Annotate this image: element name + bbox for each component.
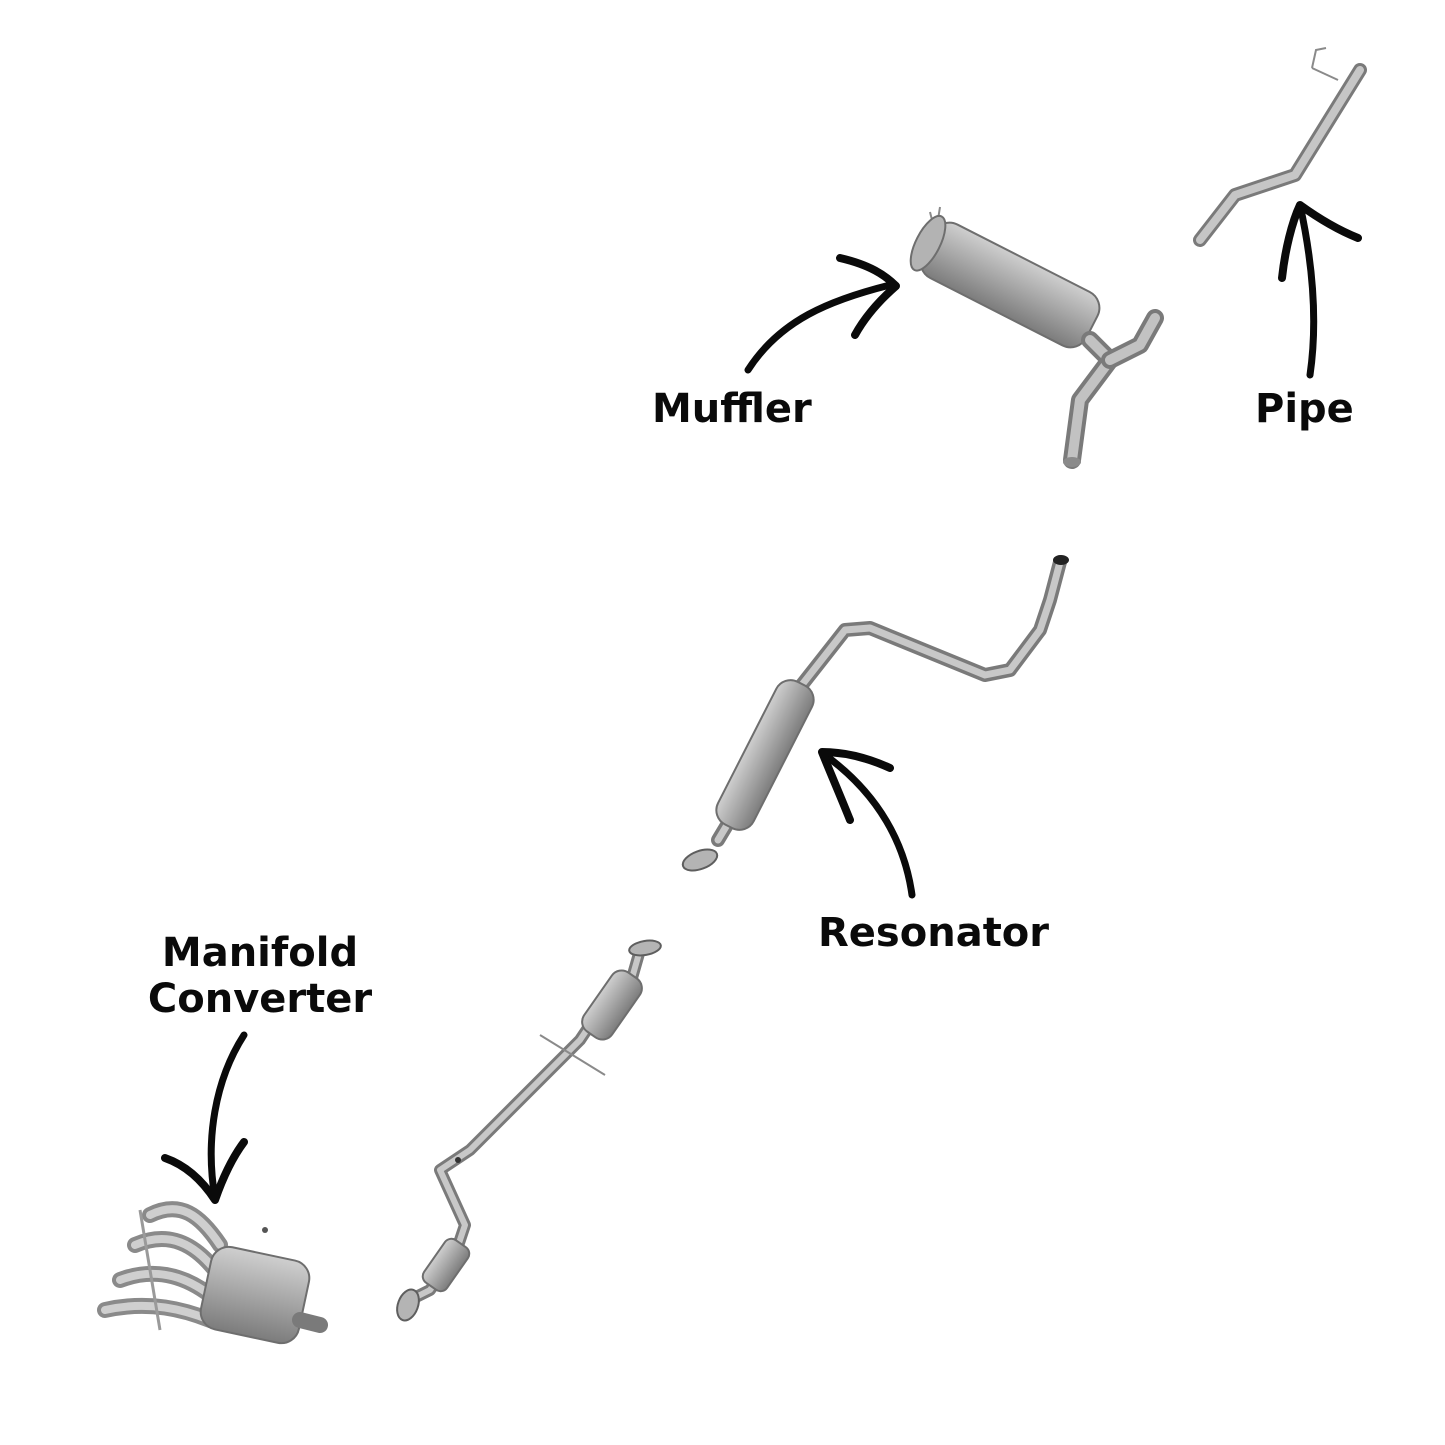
manifold-converter-label: Manifold Converter	[100, 930, 420, 1022]
pipe-label: Pipe	[1255, 386, 1354, 432]
manifold-converter-part	[97, 1201, 328, 1345]
arrow-to-manifold	[161, 1031, 248, 1204]
tail-pipe-part	[1193, 47, 1367, 247]
front-pipe-part	[396, 939, 662, 1322]
arrow-to-resonator	[818, 748, 916, 899]
manifold-label-line-2: Converter	[147, 976, 373, 1022]
arrow-to-muffler	[744, 254, 900, 374]
manifold-label-line-1: Manifold	[161, 930, 359, 976]
muffler-part	[909, 206, 1164, 469]
arrow-to-pipe	[1278, 201, 1362, 379]
resonator-label: Resonator	[818, 910, 1050, 956]
muffler-label: Muffler	[652, 386, 812, 432]
resonator-part	[681, 555, 1069, 872]
